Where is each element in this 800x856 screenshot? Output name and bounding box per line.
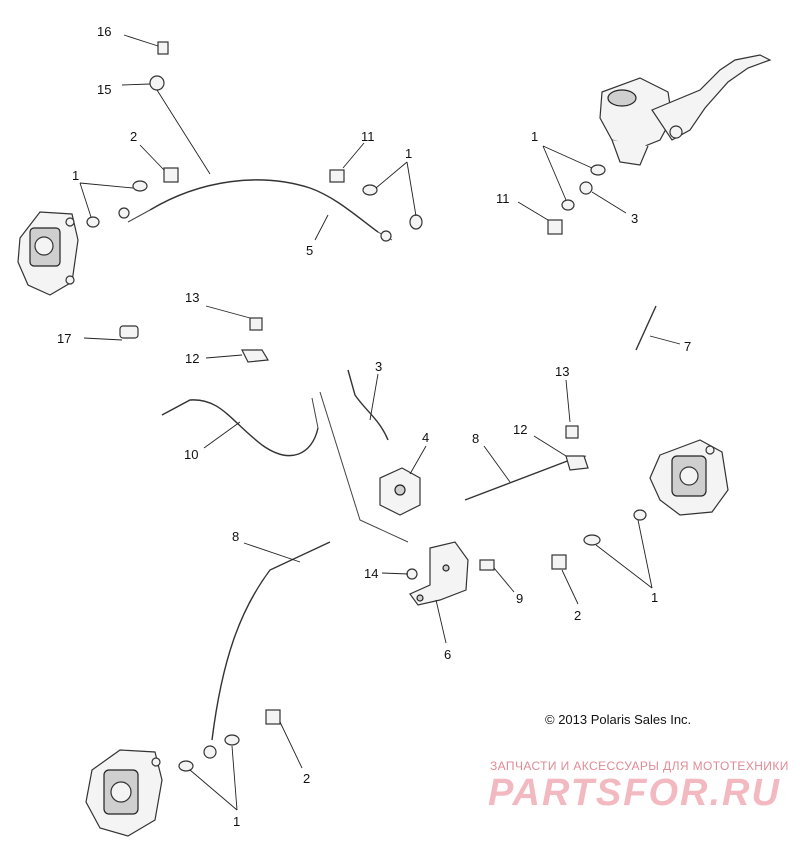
callout-1: 1 xyxy=(531,129,538,144)
brake-hose-5 xyxy=(149,179,379,233)
copyright-notice: © 2013 Polaris Sales Inc. xyxy=(545,712,692,727)
callout-2: 2 xyxy=(130,129,137,144)
callout-4: 4 xyxy=(422,430,429,445)
callout-11: 11 xyxy=(496,191,510,206)
callout-2: 2 xyxy=(574,608,581,623)
callout-16: 16 xyxy=(97,24,111,39)
brake-line-8-right xyxy=(464,459,571,501)
fasteners xyxy=(86,41,647,772)
callout-14: 14 xyxy=(364,566,378,581)
callout-3: 3 xyxy=(375,359,382,374)
callout-11: 11 xyxy=(361,129,375,144)
rear-caliper xyxy=(85,749,163,837)
callout-9: 9 xyxy=(516,591,523,606)
watermark-logo: PARTSFOR.RU xyxy=(488,772,781,814)
brake-line-3-middle xyxy=(347,369,389,441)
callout-12: 12 xyxy=(185,351,199,366)
brake-line-10 xyxy=(161,399,319,457)
callout-1: 1 xyxy=(405,146,412,161)
front-right-caliper xyxy=(649,439,729,516)
rod-7 xyxy=(635,305,657,351)
callout-17: 17 xyxy=(57,331,71,346)
callout-13: 13 xyxy=(555,364,569,379)
junction-block xyxy=(379,467,421,516)
callout-1: 1 xyxy=(233,814,240,829)
callout-15: 15 xyxy=(97,82,111,97)
callout-8: 8 xyxy=(232,529,239,544)
watermark-tagline: ЗАПЧАСТИ И АКСЕССУАРЫ ДЛЯ МОТОТЕХНИКИ xyxy=(490,759,789,773)
leader-lines xyxy=(79,34,681,811)
callout-8: 8 xyxy=(472,431,479,446)
callout-6: 6 xyxy=(444,647,451,662)
front-left-caliper xyxy=(17,211,79,296)
callout-7: 7 xyxy=(684,339,691,354)
callout-2: 2 xyxy=(303,771,310,786)
callout-10: 10 xyxy=(184,447,198,462)
callout-1: 1 xyxy=(72,168,79,183)
master-cylinder-lever xyxy=(599,54,772,166)
callout-13: 13 xyxy=(185,290,199,305)
callout-labels: 16 15 2 1 11 1 5 1 11 3 13 17 12 7 3 13 … xyxy=(57,24,691,829)
mounting-bracket xyxy=(409,541,469,606)
callout-1: 1 xyxy=(651,590,658,605)
callout-12: 12 xyxy=(513,422,527,437)
brake-line-8-rear xyxy=(211,541,331,741)
callout-3: 3 xyxy=(631,211,638,226)
callout-5: 5 xyxy=(306,243,313,258)
